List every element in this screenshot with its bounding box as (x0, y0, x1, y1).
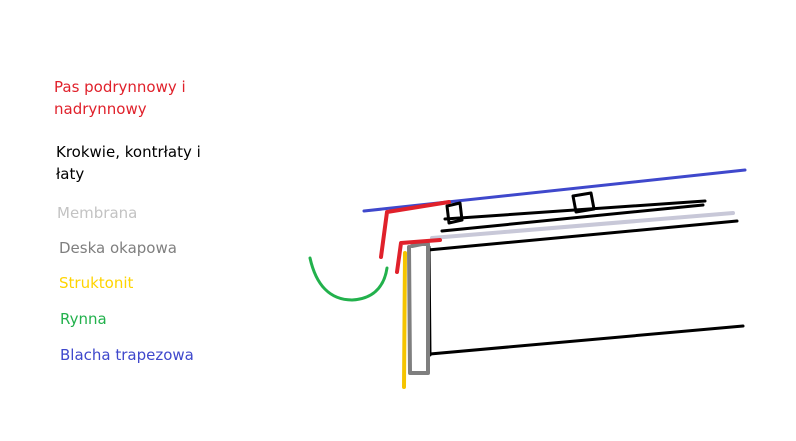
gutter (308, 256, 389, 302)
legend-pas-line2: nadrynnowy (54, 100, 147, 118)
legend-pas-line1: Pas podrynnowy i (54, 78, 186, 96)
legend-membrana: Membrana (57, 204, 138, 222)
legend-krokwie-line2: łaty (56, 165, 85, 183)
fascia-board (407, 242, 430, 375)
legend-deska: Deska okapowa (59, 239, 177, 257)
legend-krokwie: Krokwie, kontrłaty i łaty (56, 141, 201, 185)
membrane-layer (430, 211, 735, 240)
legend-blacha: Blacha trapezowa (60, 346, 194, 364)
drip-edge-flashing (379, 200, 451, 274)
legend-struktonit: Struktonit (59, 274, 134, 292)
legend-rynna: Rynna (60, 310, 107, 328)
legend-krokwie-line1: Krokwie, kontrłaty i (56, 143, 201, 161)
legend-pas: Pas podrynnowy i nadrynnowy (54, 76, 186, 120)
struktonit-strip (402, 251, 407, 389)
